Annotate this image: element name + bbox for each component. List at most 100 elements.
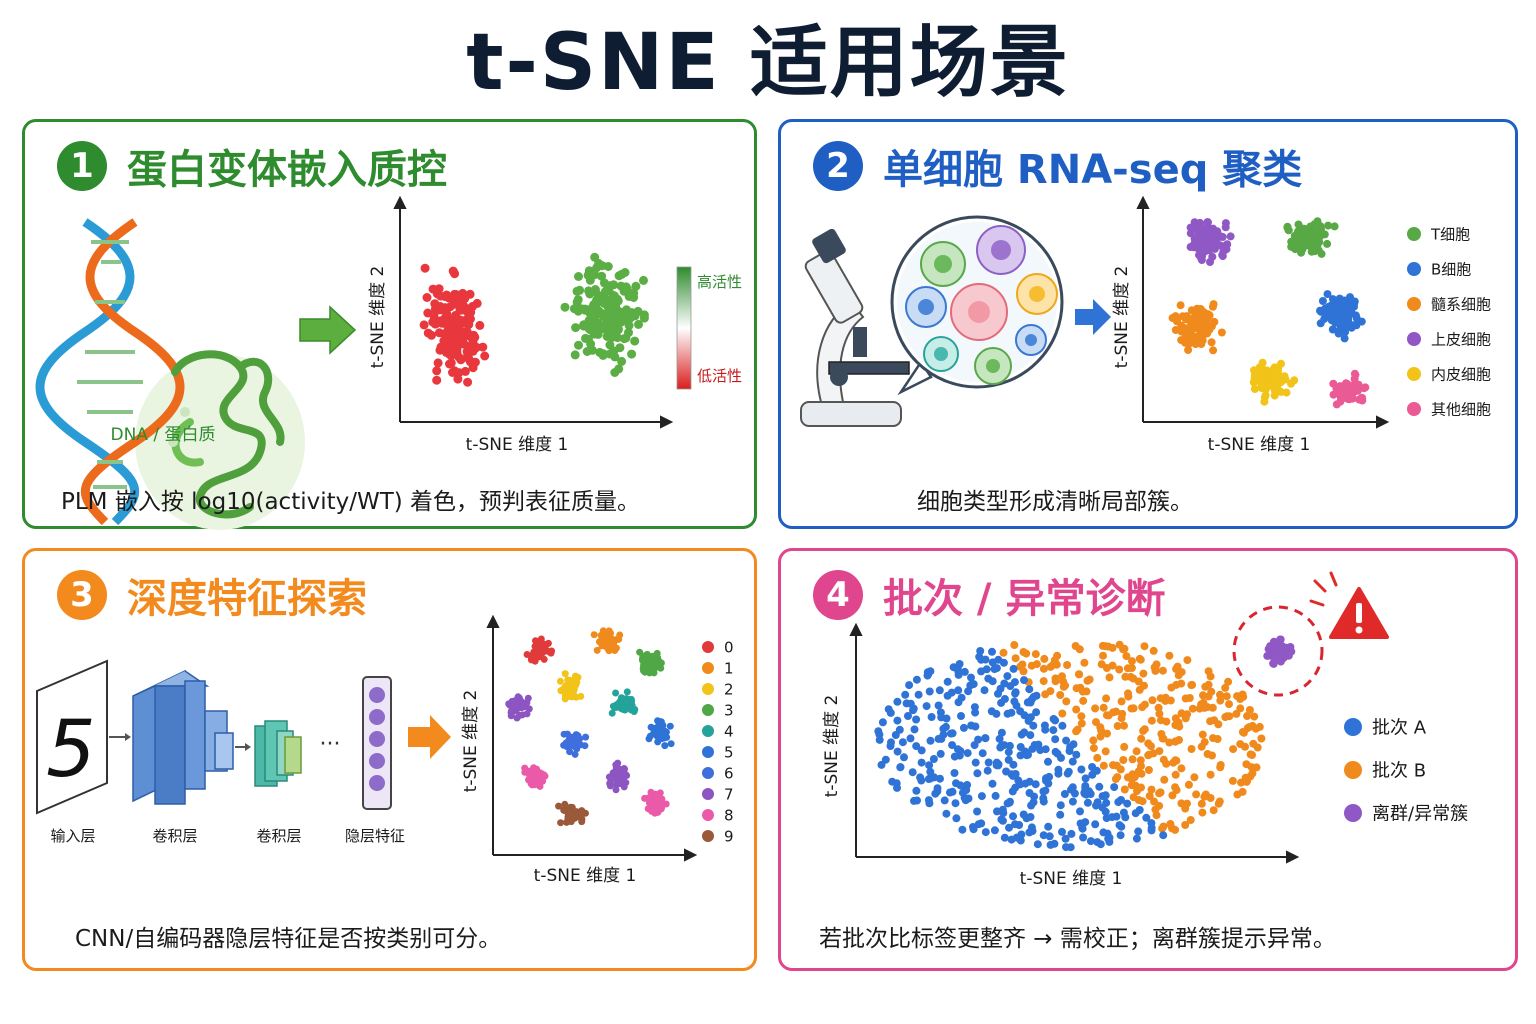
point: [1133, 787, 1141, 795]
legend-label: 髓系细胞: [1431, 295, 1491, 313]
point: [557, 819, 565, 827]
point: [1136, 655, 1145, 664]
point: [432, 375, 442, 385]
point: [1165, 651, 1174, 660]
point: [1176, 301, 1185, 310]
point: [1108, 643, 1117, 652]
legend-marker: [1344, 718, 1362, 736]
point: [958, 788, 967, 797]
legend-label: 3: [724, 701, 734, 719]
panel-caption: 细胞类型形成清晰局部簇。: [917, 489, 1193, 515]
point: [612, 689, 620, 697]
point: [1352, 385, 1360, 394]
point: [942, 809, 951, 818]
point: [1027, 661, 1036, 670]
point: [466, 314, 475, 324]
point: [1248, 751, 1256, 759]
point: [1079, 696, 1088, 705]
legend-label: 批次 B: [1372, 760, 1426, 781]
point: [1198, 251, 1207, 260]
point: [997, 742, 1006, 751]
point: [523, 651, 531, 658]
colorbar-low-label: 低活性: [697, 367, 742, 385]
point: [1309, 239, 1317, 248]
point: [624, 321, 634, 330]
point: [1236, 704, 1245, 713]
point: [621, 765, 628, 773]
legend-label: B细胞: [1431, 260, 1471, 278]
cell-scatter: [1168, 217, 1370, 409]
point: [434, 284, 444, 294]
point: [614, 364, 624, 374]
point: [1190, 773, 1199, 782]
point: [1186, 816, 1195, 824]
point: [1255, 722, 1264, 731]
point: [1139, 669, 1148, 678]
point: [433, 358, 443, 368]
point: [605, 633, 613, 640]
point: [1269, 659, 1278, 668]
point: [1171, 770, 1180, 779]
point: [1287, 242, 1296, 251]
point: [1192, 225, 1201, 233]
point: [1203, 750, 1212, 758]
point: [1121, 813, 1130, 822]
point: [1092, 718, 1100, 727]
point: [1352, 314, 1361, 322]
x-axis-label: t-SNE 维度 1: [1020, 869, 1123, 889]
point: [1031, 780, 1040, 789]
point: [955, 660, 964, 668]
point: [1134, 767, 1143, 776]
point: [1209, 346, 1218, 355]
point: [470, 332, 480, 342]
point: [1291, 232, 1300, 241]
point: [422, 293, 432, 302]
point: [1218, 233, 1227, 241]
point: [1147, 742, 1155, 751]
warning-icon: [1309, 571, 1389, 639]
point: [1181, 821, 1190, 829]
point: [948, 741, 957, 750]
point: [1228, 776, 1237, 785]
legend-label: 9: [724, 827, 734, 845]
point: [572, 693, 580, 701]
point: [935, 686, 944, 695]
point: [1016, 743, 1025, 751]
point: [603, 301, 613, 311]
point: [478, 342, 488, 352]
point: [1114, 798, 1123, 807]
point: [1044, 822, 1053, 831]
point: [1294, 220, 1303, 229]
point: [1273, 382, 1282, 390]
point: [893, 697, 902, 706]
point: [592, 263, 602, 273]
point: [608, 709, 616, 717]
point: [1108, 813, 1117, 822]
point: [1242, 760, 1251, 769]
point: [934, 701, 943, 710]
point: [1086, 790, 1095, 798]
point: [1340, 334, 1349, 343]
point: [1051, 716, 1060, 725]
microscope-icon: [800, 228, 910, 427]
point: [1147, 716, 1156, 725]
point: [544, 639, 552, 647]
point: [1129, 704, 1138, 713]
point: [1076, 807, 1084, 816]
point: [657, 795, 665, 803]
point: [1135, 685, 1144, 694]
point: [1258, 382, 1267, 391]
point: [573, 295, 583, 305]
point: [1192, 790, 1201, 799]
point: [995, 734, 1004, 743]
point: [884, 705, 893, 714]
point: [916, 773, 925, 782]
point: [1024, 716, 1033, 725]
point: [448, 368, 457, 377]
point: [1061, 834, 1070, 843]
point: [468, 301, 478, 311]
point: [1281, 375, 1290, 384]
point: [445, 359, 454, 369]
